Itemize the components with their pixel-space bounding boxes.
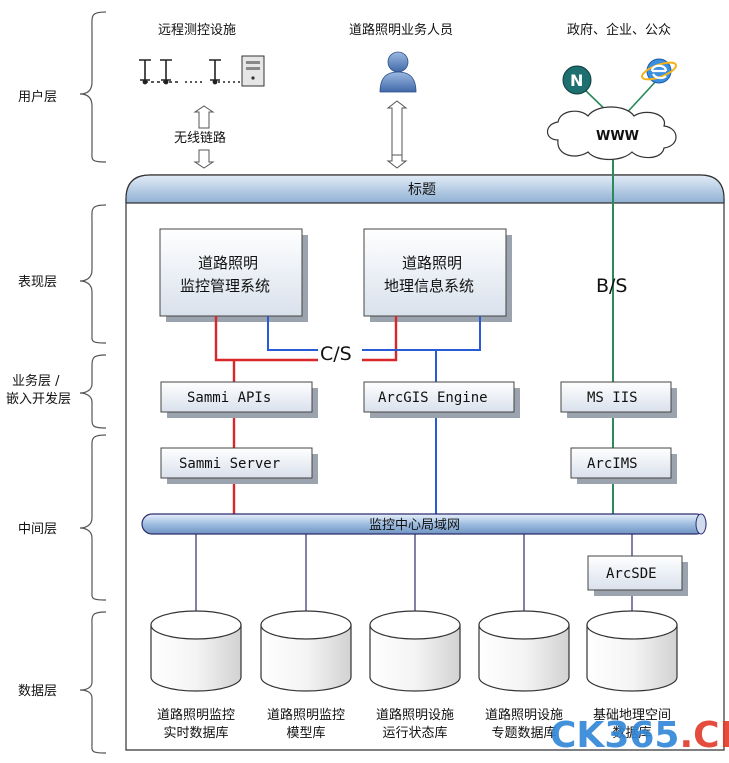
db-links	[195, 534, 633, 612]
bs-label: B/S	[596, 275, 628, 297]
user-icon	[379, 51, 417, 93]
brace-business	[79, 354, 107, 429]
lan-bar	[141, 513, 707, 535]
wireless-link-label: 无线链路	[174, 130, 226, 146]
arcgis-engine-box	[363, 381, 520, 418]
sammi-server-box	[160, 447, 318, 484]
database-label-line1: 道路照明设施	[485, 707, 563, 723]
netscape-letter: N	[570, 71, 583, 90]
database-label-line2: 实时数据库	[163, 725, 228, 741]
staff-link-arrow	[386, 100, 408, 169]
layer-label-business-line1: 业务层 /	[12, 373, 60, 389]
cs-blue-link	[267, 316, 481, 515]
sammi-apis-label: Sammi APIs	[187, 390, 271, 406]
ms-iis-label: MS IIS	[587, 390, 638, 406]
layer-label-middle: 中间层	[18, 522, 57, 537]
staff-label: 道路照明业务人员	[349, 22, 453, 38]
database-label-line2: 模型库	[286, 725, 325, 741]
brace-middle	[79, 434, 107, 601]
arcgis-engine-label: ArcGIS Engine	[378, 390, 488, 406]
layer-label-user: 用户层	[18, 89, 57, 105]
monitor-system-line1: 道路照明	[198, 254, 258, 272]
cs-label: C/S	[320, 343, 352, 365]
brace-data	[79, 611, 107, 754]
panel-title: 标题	[408, 182, 436, 198]
cs-red-link	[214, 316, 398, 515]
www-cloud-icon	[546, 106, 677, 161]
monitor-system-line2: 监控管理系统	[180, 277, 270, 295]
arcsde-box	[587, 555, 688, 596]
database-cylinder-icon	[478, 610, 570, 692]
database-cylinder-icon	[369, 610, 461, 692]
database-label-line1: 道路照明监控	[267, 707, 345, 723]
database-label-line2: 专题数据库	[491, 725, 556, 741]
database-cylinder-icon	[586, 610, 678, 692]
remote-facility-label: 远程测控设施	[158, 23, 236, 38]
gis-system-line1: 道路照明	[402, 254, 462, 272]
database-label-line1: 道路照明监控	[157, 707, 235, 723]
watermark: CK365.CN	[550, 715, 729, 756]
monitor-system-box	[159, 228, 308, 322]
database-cylinder-icon	[260, 610, 352, 692]
database-label-line1: 道路照明设施	[376, 707, 454, 723]
sammi-server-label: Sammi Server	[179, 456, 280, 472]
arcims-box	[570, 447, 677, 484]
databases: 道路照明监控实时数据库道路照明监控模型库道路照明设施运行状态库道路照明设施专题数…	[150, 610, 678, 741]
www-label: WWW	[596, 129, 639, 144]
ms-iis-box	[560, 381, 677, 418]
remote-sensors-icon	[139, 59, 242, 85]
sammi-apis-box	[160, 381, 318, 418]
arcsde-label: ArcSDE	[606, 566, 657, 582]
brace-presentation	[79, 204, 107, 344]
gis-system-line2: 地理信息系统	[384, 277, 474, 295]
layer-braces	[79, 11, 107, 754]
gis-system-box	[363, 228, 512, 322]
layer-label-business: 业务层 / 嵌入开发层	[6, 373, 71, 407]
ie-icon	[640, 58, 678, 84]
wireless-link-arrow	[193, 105, 215, 169]
database-label-line2: 数据库	[612, 725, 651, 741]
brace-user	[79, 11, 107, 163]
layer-label-presentation: 表现层	[18, 275, 57, 290]
layer-label-business-line2: 嵌入开发层	[6, 391, 71, 407]
cs-label-bg	[318, 341, 362, 363]
netscape-icon: N	[562, 65, 592, 95]
database-label-line2: 运行状态库	[382, 725, 447, 741]
arcims-label: ArcIMS	[587, 456, 638, 472]
database-label-line1: 基础地理空间	[593, 708, 671, 723]
server-icon	[241, 55, 265, 87]
database-cylinder-icon	[150, 610, 242, 692]
layer-label-data: 数据层	[18, 684, 57, 699]
lan-label: 监控中心局域网	[369, 518, 460, 533]
public-label: 政府、企业、公众	[567, 22, 671, 38]
